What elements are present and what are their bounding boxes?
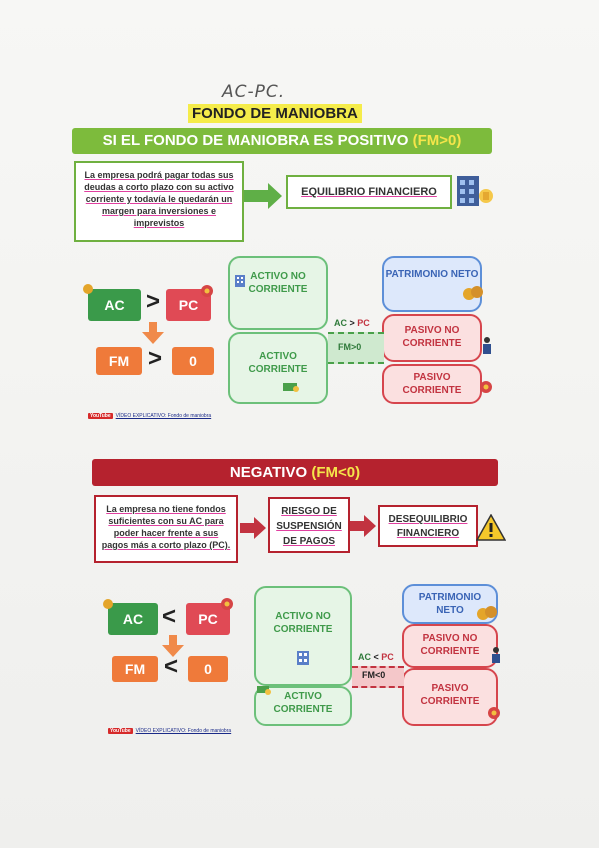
zero-pill-negative: 0 xyxy=(188,656,228,682)
pasivo-corriente-label-neg: PASIVO CORRIENTE xyxy=(420,683,480,707)
youtube-link-text: VÍDEO EXPLICATIVO: Fondo de maniobra xyxy=(115,413,212,419)
youtube-logo-icon-2: YouTube xyxy=(108,728,133,734)
pasivo-no-corriente-block: PASIVO NO CORRIENTE xyxy=(382,314,482,362)
negative-banner: NEGATIVO (FM<0) xyxy=(92,459,498,486)
down-arrow-icon-2 xyxy=(162,635,184,657)
youtube-link-text-2: VÍDEO EXPLICATIVO: Fondo de maniobra xyxy=(135,728,232,734)
fm-gap-positive xyxy=(328,332,384,364)
activo-no-corriente-block-neg: ACTIVO NO CORRIENTE xyxy=(254,586,352,686)
gap-op: > xyxy=(349,318,355,328)
riesgo-box: RIESGO DE SUSPENSIÓN DE PAGOS xyxy=(268,497,350,553)
fm-gap-label-negative: FM<0 xyxy=(362,670,386,680)
positive-banner-highlight: (FM>0) xyxy=(412,132,462,149)
equilibrio-label: EQUILIBRIO FINANCIERO xyxy=(301,186,437,198)
down-arrow-icon xyxy=(142,322,164,344)
pasivo-corriente-block: PASIVO CORRIENTE xyxy=(382,364,482,404)
money-bag-icon-4 xyxy=(488,707,500,719)
money-bag-icon xyxy=(201,285,213,297)
fm-gap-negative xyxy=(352,666,404,688)
patrimonio-neto-block-neg: PATRIMONIO NETO xyxy=(402,584,498,624)
patrimonio-neto-label: PATRIMONIO NETO xyxy=(385,269,479,280)
pasivo-corriente-block-neg: PASIVO CORRIENTE xyxy=(402,668,498,726)
building-icon-2 xyxy=(297,651,309,665)
less-than-sign-2: < xyxy=(164,653,179,680)
coin-icon-2 xyxy=(103,599,113,609)
fm-pill-positive: FM xyxy=(96,347,142,375)
coin-icon xyxy=(83,284,93,294)
warning-icon xyxy=(476,514,506,541)
equilibrio-box: EQUILIBRIO FINANCIERO xyxy=(286,175,452,209)
person-carrying-icon-2 xyxy=(492,647,500,663)
pasivo-no-corriente-label-neg: PASIVO NO CORRIENTE xyxy=(420,633,480,657)
gap-pc-neg: PC xyxy=(381,652,394,662)
activo-corriente-block: ACTIVO CORRIENTE xyxy=(228,332,328,404)
gap-ac: AC xyxy=(334,318,347,328)
gap-op-neg: < xyxy=(373,652,379,662)
desequilibrio-box: DESEQUILIBRIO FINANCIERO xyxy=(378,505,478,547)
activo-corriente-label: ACTIVO CORRIENTE xyxy=(248,351,308,375)
positive-banner: SI EL FONDO DE MANIOBRA ES POSITIVO (FM>… xyxy=(72,128,492,154)
positive-banner-text: SI EL FONDO DE MANIOBRA ES POSITIVO xyxy=(102,132,413,149)
patrimonio-neto-label-neg: PATRIMONIO NETO xyxy=(418,592,482,616)
pc-pill-negative: PC xyxy=(186,603,230,635)
fm-gap-label-positive: FM>0 xyxy=(338,342,362,352)
zero-pill-positive: 0 xyxy=(172,347,214,375)
building-thumbs-up-icon xyxy=(457,176,493,206)
page-title: FONDO DE MANIOBRA xyxy=(188,104,362,123)
ac-pill-negative: AC xyxy=(108,603,158,635)
activo-no-corriente-label-neg: ACTIVO NO CORRIENTE xyxy=(273,611,333,635)
cash-icon xyxy=(283,383,299,392)
youtube-logo-icon: YouTube xyxy=(88,413,113,419)
activo-no-corriente-block: ACTIVO NO CORRIENTE xyxy=(228,256,328,330)
coins-stack-icon xyxy=(463,286,483,300)
cash-icon-2 xyxy=(257,686,271,695)
negative-arrow-icon xyxy=(240,517,266,539)
pasivo-no-corriente-block-neg: PASIVO NO CORRIENTE xyxy=(402,624,498,668)
greater-than-sign: > xyxy=(146,288,161,315)
fm-pill-negative: FM xyxy=(112,656,158,682)
riesgo-label: RIESGO DE SUSPENSIÓN DE PAGOS xyxy=(276,506,342,547)
positive-description-box: La empresa podrá pagar todas sus deudas … xyxy=(74,161,244,242)
patrimonio-neto-block: PATRIMONIO NETO xyxy=(382,256,482,312)
negative-banner-highlight: (FM<0) xyxy=(311,464,361,481)
money-bag-icon-2 xyxy=(480,381,492,393)
activo-no-corriente-label: ACTIVO NO CORRIENTE xyxy=(248,271,308,295)
money-bag-icon-3 xyxy=(221,598,233,610)
negative-banner-text: NEGATIVO xyxy=(229,464,312,481)
ac-pill-positive: AC xyxy=(88,289,141,321)
pasivo-corriente-label: PASIVO CORRIENTE xyxy=(402,372,462,396)
negative-arrow-icon-2 xyxy=(350,515,376,537)
building-icon xyxy=(235,275,245,287)
less-than-sign: < xyxy=(162,603,177,630)
greater-than-sign-2: > xyxy=(148,345,163,372)
negative-description-box: La empresa no tiene fondos suficientes c… xyxy=(94,495,238,563)
gap-ac-neg: AC xyxy=(358,652,371,662)
gap-pc: PC xyxy=(357,318,370,328)
desequilibrio-label: DESEQUILIBRIO FINANCIERO xyxy=(388,514,468,539)
person-carrying-icon xyxy=(483,337,491,354)
pasivo-no-corriente-label: PASIVO NO CORRIENTE xyxy=(402,325,462,349)
positive-arrow-icon xyxy=(244,183,282,209)
gap-top-label-negative: AC < PC xyxy=(358,652,394,662)
coins-stack-icon-2 xyxy=(477,606,497,620)
handwritten-note: AC-PC. xyxy=(222,82,286,102)
gap-top-label-positive: AC > PC xyxy=(334,318,370,328)
activo-corriente-label-neg: ACTIVO CORRIENTE xyxy=(273,691,333,715)
